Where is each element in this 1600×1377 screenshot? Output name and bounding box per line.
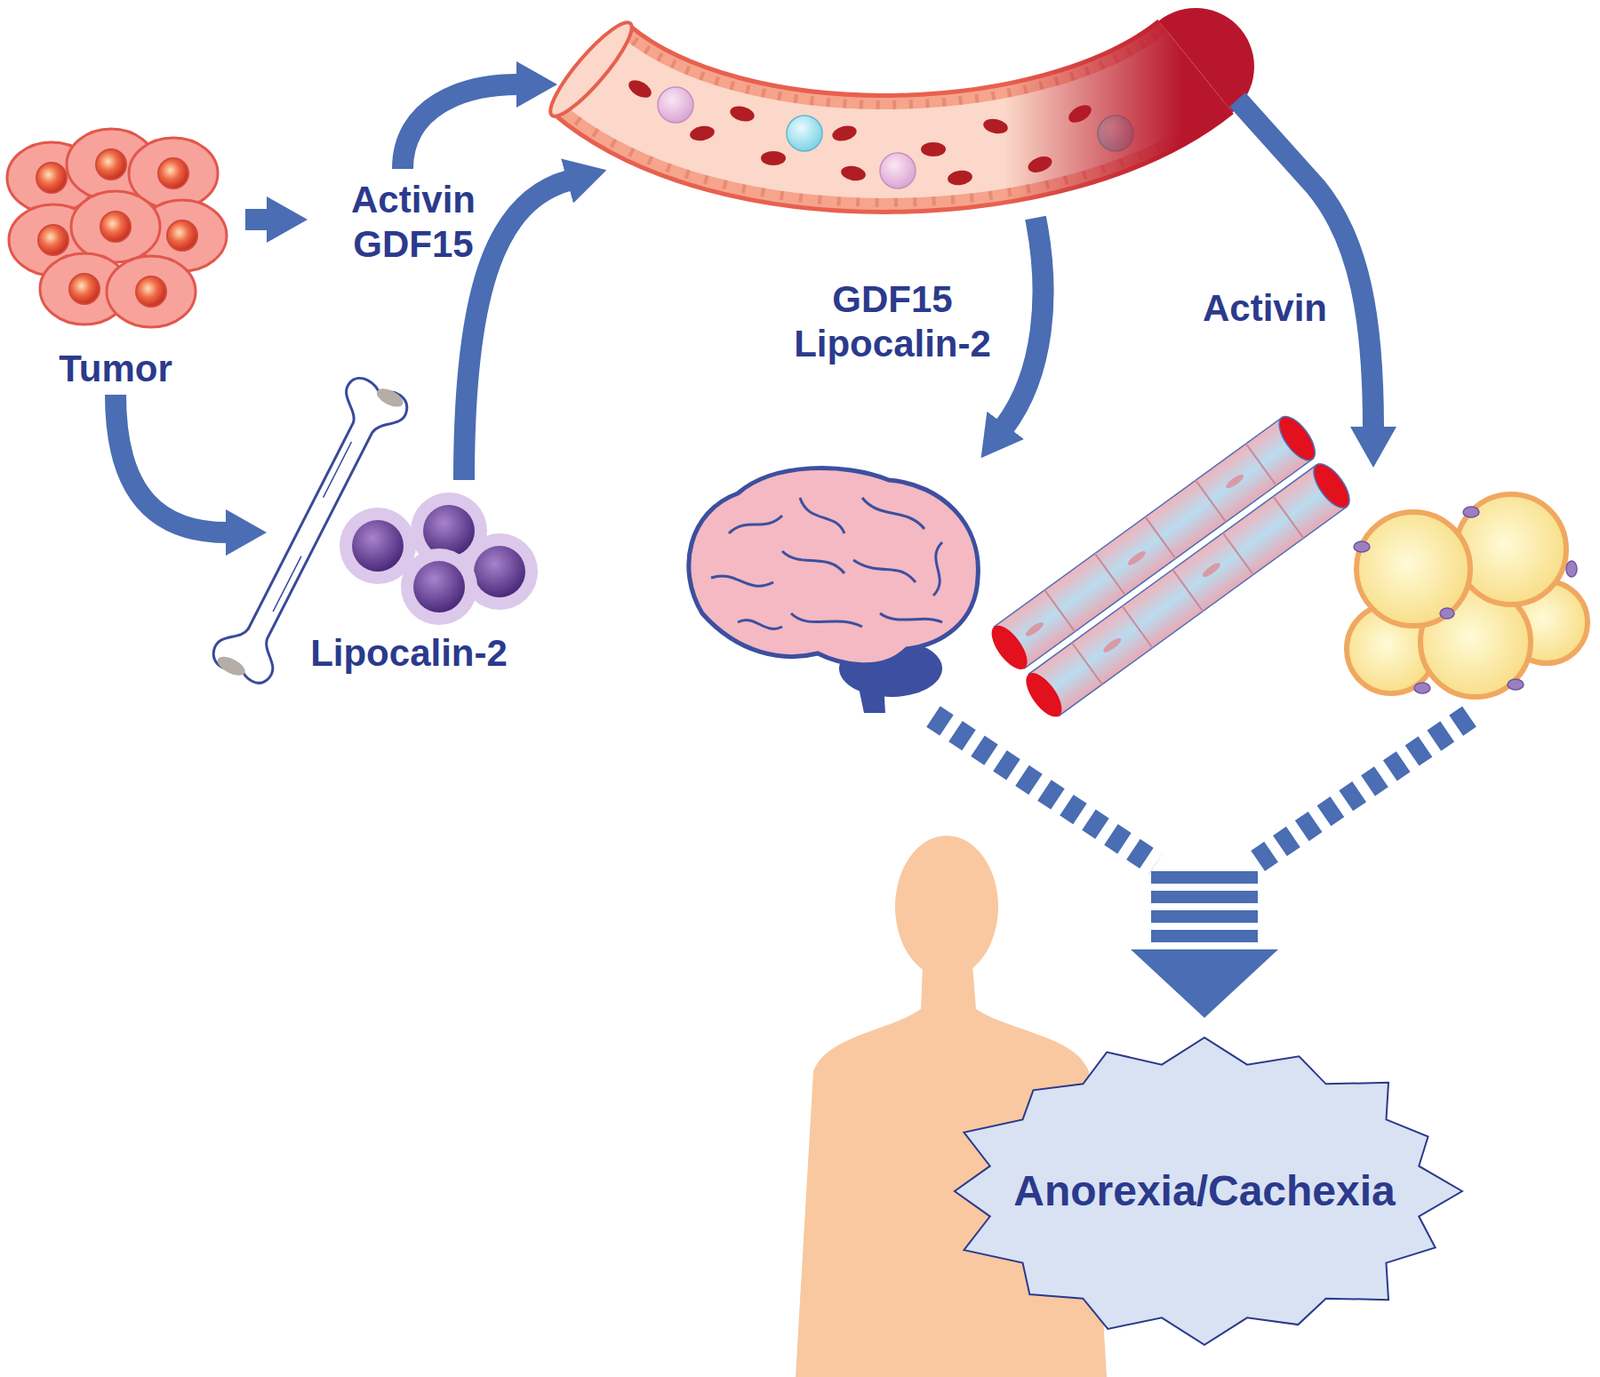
arrow-label: GDF15 Lipocalin-2 [785, 277, 1000, 368]
muscle-fibers-part [1024, 619, 1046, 639]
arrow-label: Activin GDF15 [342, 177, 485, 268]
arrow-label: Activin [1189, 286, 1341, 331]
marrow-cells-part [473, 545, 526, 598]
flow-arrows-part [245, 208, 269, 231]
fat-cells-part [1456, 494, 1567, 605]
tumor-cells-part [158, 158, 189, 189]
muscle-fibers-part [1200, 560, 1223, 580]
fat-cells-part [1356, 512, 1471, 626]
bone-part [266, 441, 358, 612]
brain-part [688, 467, 979, 664]
marrow-cells-part [352, 520, 404, 572]
fat-cells-part [1440, 608, 1455, 619]
bone-part [214, 652, 248, 680]
tumor-cells-part [167, 220, 198, 251]
blood-vessel [541, 8, 1255, 189]
tumor-cells-part [96, 149, 127, 180]
merge-arrow-part [1151, 890, 1258, 904]
flow-arrows-part [1237, 99, 1374, 429]
starburst-outline [954, 1037, 1463, 1345]
tumor-cells-part [136, 276, 167, 307]
blood-vessel-part [591, 66, 1196, 154]
muscle-fibers-part [1224, 472, 1246, 491]
blood-vessel-part [591, 66, 1196, 154]
fat-cells-part [1414, 682, 1431, 694]
muscle-fibers-part [1272, 410, 1322, 466]
outcome-label: Anorexia/Cachexia [1013, 1165, 1396, 1217]
blood-vessel-part [591, 66, 1196, 154]
node-label: Lipocalin-2 [310, 631, 508, 676]
fat-cells-part [1507, 679, 1524, 690]
bone-part [374, 384, 407, 411]
tumor-cells-part [71, 191, 160, 263]
muscle-fibers-part [1126, 549, 1148, 568]
merge-arrow-part [1130, 949, 1279, 1018]
muscle-fibers-part [984, 619, 1034, 675]
outcome-starburst: Anorexia/Cachexia [933, 1031, 1476, 1352]
fat-cells-part [1463, 506, 1480, 518]
flow-arrows-part [402, 84, 519, 169]
blood-vessel-part [591, 66, 1196, 154]
muscle-fibers-part [1306, 457, 1356, 513]
tumor-cells-part [38, 224, 69, 256]
marrow-cells [339, 492, 538, 625]
tumor-cells-part [36, 162, 67, 193]
flow-arrows-part [1004, 217, 1043, 427]
fat-cells-part [1566, 560, 1577, 577]
marrow-cells-part [400, 548, 478, 625]
muscle-fibers [984, 410, 1357, 723]
flow-arrows [245, 84, 1374, 480]
brain [688, 467, 979, 713]
merge-arrow-part [1151, 871, 1258, 884]
tumor-cells-part [100, 211, 131, 242]
fat-cells-part [1353, 541, 1370, 552]
merge-arrow-part [1151, 910, 1258, 923]
marrow-cells-part [423, 504, 475, 557]
marrow-cells-part [413, 560, 465, 613]
human-silhouette-part [895, 835, 999, 978]
merge-arrow [933, 716, 1470, 1018]
fat-cells [1346, 494, 1588, 697]
tumor-cells-part [69, 273, 100, 304]
brain-part [711, 497, 943, 629]
merge-arrow-part [933, 716, 1156, 864]
muscle-fibers-part [1019, 667, 1069, 723]
flow-arrows-part [464, 180, 569, 480]
node-label: Tumor [58, 346, 173, 392]
tumor-cells [7, 128, 227, 328]
flow-arrow [115, 394, 228, 533]
muscle-fibers-part [1101, 636, 1123, 656]
tumor-cells-part [106, 256, 196, 328]
bone-marrow-node: Lipocalin-2 [266, 355, 552, 678]
tumor-node: Tumor [0, 133, 232, 393]
merge-arrow-part [1253, 716, 1470, 864]
blood-vessel-part [591, 66, 1196, 154]
merge-arrow-part [1151, 929, 1258, 943]
muscle-fibers-part [1037, 443, 1312, 685]
blood-vessel-part [541, 14, 642, 125]
